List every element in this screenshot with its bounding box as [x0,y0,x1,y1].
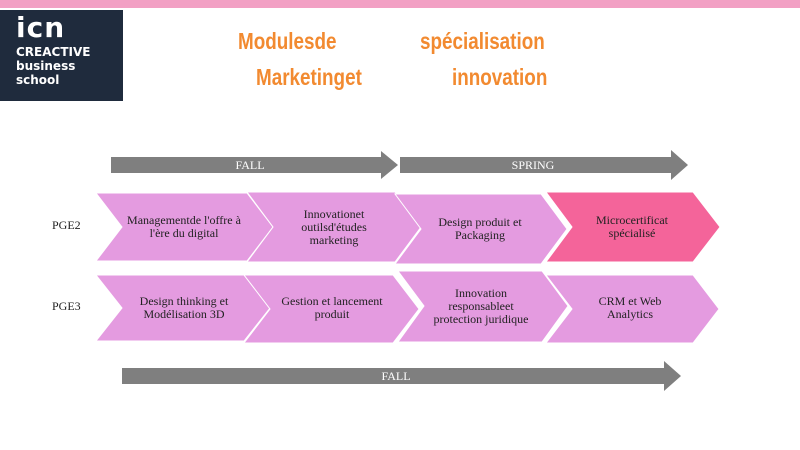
fall-arrow-bottom [122,361,681,391]
module-text-pge3-2: Gestion et lancement produit [281,294,383,321]
module-text-pge3-4: CRM et Web Analytics [598,294,662,321]
spring-arrow-top-label: SPRING [512,158,555,172]
logo-line-1: CREACTIVE [16,45,91,59]
top-accent-bar [0,0,800,8]
title-word-1: Modulesde [238,28,337,54]
module-text-pge3-3: Innovation responsableet protection juri… [433,285,529,326]
logo-line-3: school [16,73,60,87]
fall-arrow-bottom-label: FALL [381,369,410,383]
module-chevron-pge2-3 [394,193,568,265]
spring-arrow-top [400,150,688,180]
row-label-pge3: PGE3 [52,299,81,313]
school-logo: icn CREACTIVE business school [0,10,123,101]
module-text-pge3-1: Design thinking et Modélisation 3D [139,294,229,321]
title-word-4: innovation [452,64,548,90]
module-text-pge2-3: Design produit et Packaging [438,215,522,242]
logo-line-2: business [16,59,76,73]
module-chevron-pge3-2 [242,274,420,344]
title-word-2: spécialisation [420,28,545,54]
row-label-pge2: PGE2 [52,218,81,232]
module-chevron-pge2-1 [94,192,274,262]
module-chevron-pge3-3 [397,270,569,343]
module-text-pge2-1: Managementde l'offre à l'ère du digital [127,213,241,240]
fall-arrow-top-label: FALL [235,158,264,172]
title-word-3: Marketinget [256,64,362,90]
logo-icn: icn [16,11,66,44]
module-chevron-pge2-2 [246,191,422,263]
module-chevron-pge2-4 [545,191,721,263]
module-text-pge2-2: Innovationet outilsd'études marketing [301,206,367,247]
fall-arrow-top [111,151,398,179]
module-text-pge2-4: Microcertificat spécialisé [596,213,668,240]
module-chevron-pge3-4 [544,274,720,344]
